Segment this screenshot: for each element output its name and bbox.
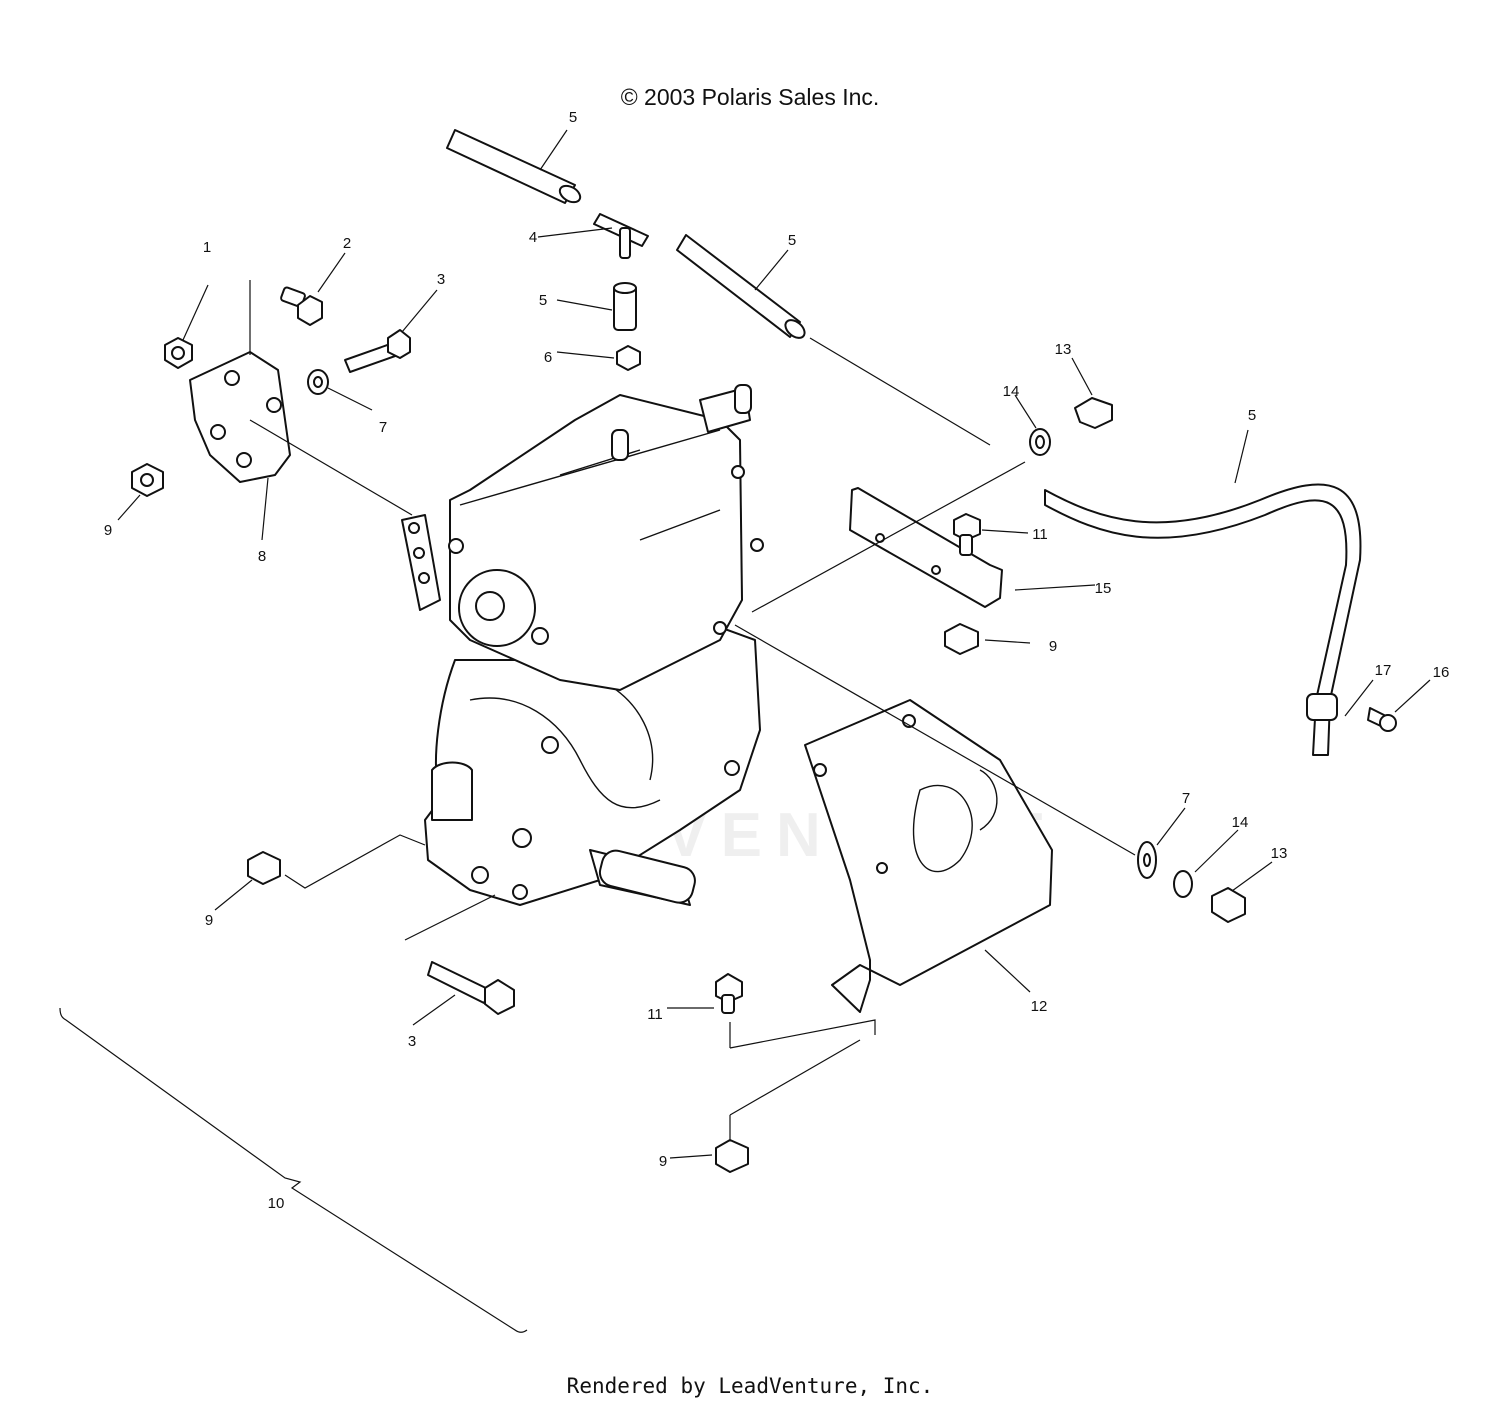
callout-12: 12 xyxy=(1031,998,1048,1015)
callout-labels: 1 2 3 3 4 5 5 5 5 6 7 7 8 9 9 9 9 10 11 … xyxy=(104,109,1450,1212)
t-fitting-part-4 xyxy=(593,213,649,259)
callout-14-upper: 14 xyxy=(1003,383,1020,400)
callout-10: 10 xyxy=(268,1195,285,1212)
callout-16: 16 xyxy=(1433,664,1450,681)
callout-9-bottom: 9 xyxy=(659,1153,667,1170)
callout-14-lower: 14 xyxy=(1232,814,1249,831)
mount-bracket-part-8 xyxy=(189,280,413,516)
callout-5-top: 5 xyxy=(569,109,577,126)
callout-3-upper: 3 xyxy=(437,271,445,288)
callout-2: 2 xyxy=(343,235,351,252)
callout-7-lower: 7 xyxy=(1182,790,1190,807)
callout-9-lower-left: 9 xyxy=(205,912,213,929)
callout-6: 6 xyxy=(544,349,552,366)
callout-11-lower: 11 xyxy=(647,1006,663,1023)
callout-3-lower: 3 xyxy=(408,1033,416,1050)
hardware-fasteners xyxy=(131,286,1397,1173)
callout-17: 17 xyxy=(1375,662,1392,679)
assembly-lines xyxy=(59,337,1136,1333)
callout-13-lower: 13 xyxy=(1271,845,1288,862)
callout-4: 4 xyxy=(529,229,537,246)
vent-hose-part-5-straight xyxy=(446,129,806,339)
callout-1: 1 xyxy=(203,239,211,256)
callout-11-upper: 11 xyxy=(1032,526,1048,543)
callout-5-middle: 5 xyxy=(788,232,796,249)
callout-leader-lines xyxy=(117,129,1431,1159)
callout-9-right: 9 xyxy=(1049,638,1057,655)
callout-8: 8 xyxy=(258,548,266,565)
skid-plate-part-12 xyxy=(804,699,1053,1013)
callout-5-short: 5 xyxy=(539,292,547,309)
callout-13-upper: 13 xyxy=(1055,341,1072,358)
callout-7-upper: 7 xyxy=(379,419,387,436)
callout-15: 15 xyxy=(1095,580,1112,597)
mount-bracket-part-15 xyxy=(849,487,1003,608)
transmission-housing xyxy=(401,384,764,906)
callout-9-upper-left: 9 xyxy=(104,522,112,539)
vent-hose-part-5-curved xyxy=(1044,483,1362,756)
copyright-text: © 2003 Polaris Sales Inc. xyxy=(620,84,880,110)
callout-5-curved: 5 xyxy=(1248,407,1256,424)
rendered-by-footer: Rendered by LeadVenture, Inc. xyxy=(566,1374,934,1398)
